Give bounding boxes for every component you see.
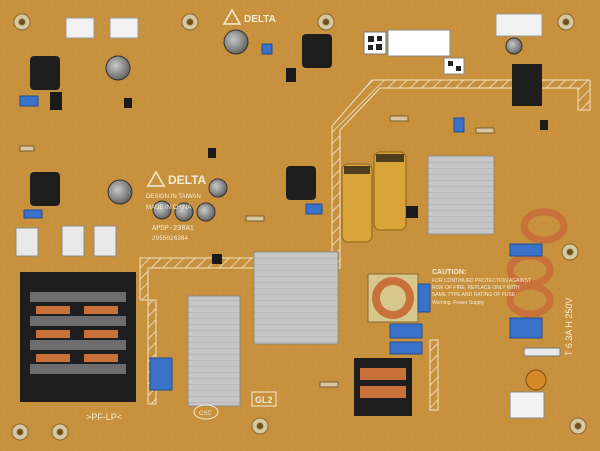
toroid-coil (367, 273, 419, 323)
bottom-connector (509, 391, 545, 419)
fuse-rating: T 6.3A H 250V (564, 298, 574, 356)
relay (512, 64, 542, 106)
svg-text:FOR CONTINUED PROTECTION AGAIN: FOR CONTINUED PROTECTION AGAINST (432, 278, 531, 284)
part-number: 2955026384 (152, 235, 188, 242)
main-transformer-left (20, 272, 136, 402)
small-ics (50, 68, 548, 264)
barcode-stickers (363, 29, 465, 75)
fuse (523, 347, 561, 357)
svg-text:SAME TYPE AND RATING OF FUSE: SAME TYPE AND RATING OF FUSE (432, 292, 516, 298)
svg-text:DELTA: DELTA (244, 14, 276, 25)
svg-text:Warning: Power Supply: Warning: Power Supply (432, 300, 485, 306)
electrolytic-capacitors (105, 29, 523, 222)
caution-block: CAUTION: FOR CONTINUED PROTECTION AGAINS… (432, 269, 531, 306)
svg-text:CAUTION:: CAUTION: (432, 269, 466, 276)
pfc-inductor (354, 358, 412, 416)
svg-text:MADE IN CHINA: MADE IN CHINA (146, 205, 191, 211)
isolation-border-right (429, 339, 439, 411)
model-number: APDP-238A1 (152, 225, 194, 233)
svg-text:DESIGN IN TAIWAN: DESIGN IN TAIWAN (146, 194, 201, 200)
gl2-label: GL2 (255, 395, 273, 405)
heatsinks (187, 155, 495, 407)
top-connectors (65, 13, 543, 39)
mounting-holes (11, 13, 587, 441)
bulk-capacitors (341, 151, 407, 243)
film-capacitors (19, 43, 543, 391)
resistors (19, 115, 495, 388)
varistor (525, 369, 547, 391)
pf-lp-label: >PF-LP< (86, 412, 122, 422)
left-ceramic-blocks (15, 225, 117, 257)
brand-logo-top: DELTA (222, 8, 276, 25)
svg-text:RISK OF FIRE, REPLACE ONLY WIT: RISK OF FIRE, REPLACE ONLY WITH (432, 285, 520, 291)
csc-mark (193, 404, 219, 420)
gl2-box (251, 391, 277, 407)
svg-text:DELTA: DELTA (168, 173, 207, 187)
csc-label: CSC (199, 411, 212, 417)
left-transformers (30, 34, 332, 206)
brand-logo-mid: DELTA DESIGN IN TAIWAN MADE IN CHINA (146, 170, 207, 211)
